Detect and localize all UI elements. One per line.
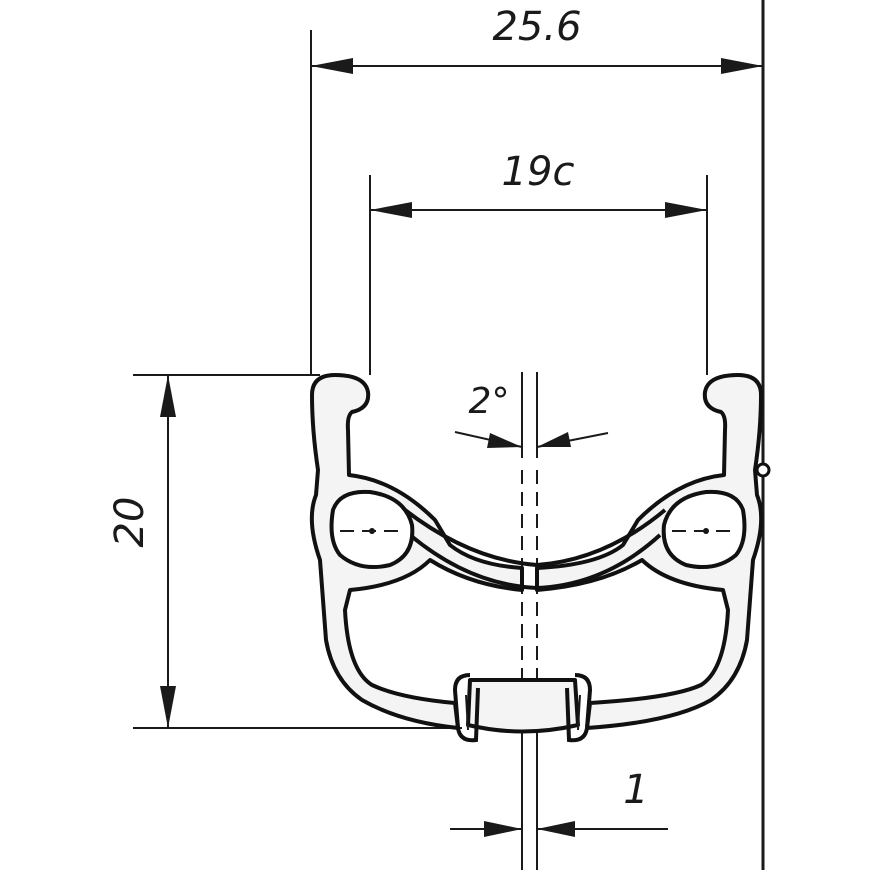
inner-width-dimension: 19c xyxy=(369,149,708,375)
height-dimension: 20 xyxy=(107,374,462,729)
outer-width-arrow-left xyxy=(311,58,353,74)
right-wall-notch xyxy=(755,462,771,478)
rim-right-sidewall xyxy=(535,373,764,730)
rim-left-sidewall xyxy=(309,373,524,730)
rim-bed-upper-arc xyxy=(403,508,667,568)
thickness-dimension: 1 xyxy=(450,767,668,837)
eyelet-inner-left xyxy=(465,694,469,731)
thickness-arrow-left xyxy=(484,821,522,837)
eyelet-right-flange xyxy=(565,673,593,743)
outer-width-label: 25.6 xyxy=(492,4,581,50)
inner-width-arrow-left xyxy=(370,202,412,218)
height-arrow-top xyxy=(160,375,176,417)
center-lines xyxy=(521,372,538,870)
thickness-arrow-right xyxy=(537,821,575,837)
inner-width-arrow-right xyxy=(665,202,707,218)
thickness-label: 1 xyxy=(623,767,648,813)
rim-spoke-bed xyxy=(466,678,580,734)
outer-width-dimension: 25.6 xyxy=(310,4,764,375)
angle-arrow-left xyxy=(487,433,522,448)
rim-bed-lower-arc xyxy=(408,533,662,591)
angle-label: 2° xyxy=(469,381,510,422)
outer-width-arrow-right xyxy=(721,58,763,74)
eyelet-inner-right xyxy=(577,694,581,731)
eyelet-left-flange xyxy=(452,673,480,743)
angle-dimension: 2° xyxy=(454,381,609,448)
inner-width-label: 19c xyxy=(502,149,575,195)
angle-arrow-right xyxy=(537,432,571,447)
height-label: 20 xyxy=(107,497,153,548)
height-arrow-bottom xyxy=(160,686,176,728)
rim-profile xyxy=(309,373,771,743)
